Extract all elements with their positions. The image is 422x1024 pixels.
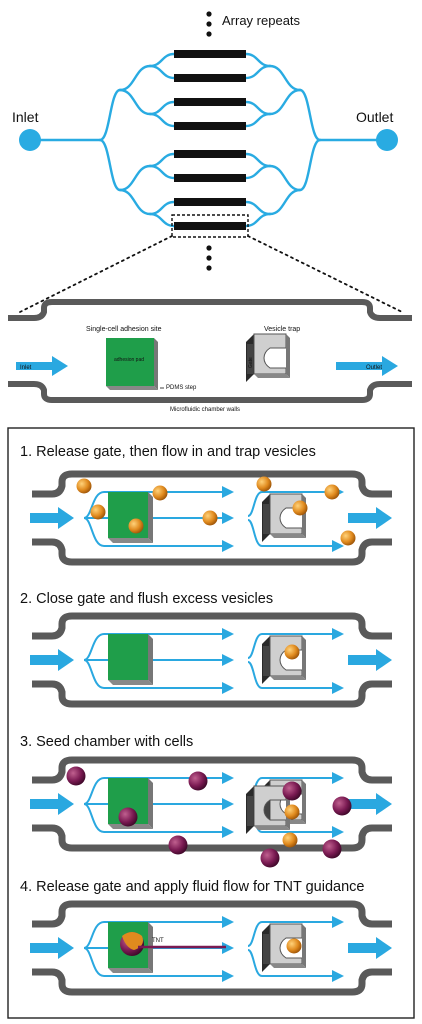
step-1-adhesion-pad: [108, 492, 153, 543]
step-4-title: 4. Release gate and apply fluid flow for…: [20, 879, 364, 895]
cell: [260, 848, 280, 868]
vesicle: [76, 478, 92, 494]
step-2-top-wall: [32, 612, 392, 640]
detail-inlet-arrow: [16, 356, 68, 376]
chamber-bars: [174, 50, 246, 230]
tnt-label: TNT: [152, 938, 164, 944]
inlet-port: [19, 129, 41, 151]
step-4-top-wall: [32, 900, 392, 928]
inlet-label: Inlet: [12, 109, 39, 125]
detail-adhesion-pad: [106, 338, 158, 390]
step-1-title: 1. Release gate, then flow in and trap v…: [20, 444, 316, 460]
step-2-title: 2. Close gate and flush excess vesicles: [20, 591, 273, 607]
detail-chamber-walls-label: Microfluidic chamber walls: [170, 407, 240, 413]
step-4-panel: TNT: [30, 900, 392, 996]
steps-frame: [7, 427, 415, 1019]
step-4-bottom-wall: [32, 968, 392, 996]
cell: [118, 807, 138, 827]
cell: [332, 796, 352, 816]
step-2-inlet-arrow: [30, 649, 74, 671]
detail-vesicle-trap-label: Vesicle trap: [264, 326, 300, 333]
continuation-dots-bottom: [206, 245, 212, 271]
step-1-panel: [30, 470, 392, 566]
detail-outlet-label: Outlet: [366, 365, 382, 371]
detail-chamber: Inlet Outlet adhesion pad Single-cell ad…: [8, 299, 412, 413]
vesicle: [292, 500, 308, 516]
continuation-dots-top: [206, 11, 212, 37]
vesicle: [282, 832, 298, 848]
detail-inlet-label: Inlet: [20, 365, 32, 371]
vesicle: [202, 510, 218, 526]
array-repeats-label: Array repeats: [222, 13, 301, 28]
cell: [282, 781, 302, 801]
detail-adhesion-pad-label: adhesion pad: [114, 357, 144, 363]
outlet-port: [376, 129, 398, 151]
step-3-title: 3. Seed chamber with cells: [20, 734, 193, 750]
step-3-inlet-arrow: [30, 793, 74, 815]
vesicle: [284, 644, 300, 660]
detail-outlet-arrow: [336, 356, 398, 376]
step-3-outlet-arrow: [348, 793, 392, 815]
detail-pdms-step-label: PDMS step: [166, 385, 197, 391]
step-3-panel: [30, 756, 392, 868]
cell-membrane-patch: [122, 932, 143, 950]
detail-adhesion-site-label: Single-cell adhesion site: [86, 326, 162, 333]
vesicle: [324, 484, 340, 500]
channel-tree: [28, 52, 389, 228]
step-3-bottom-wall: [32, 824, 392, 852]
step-1-bottom-wall: [32, 538, 392, 566]
cell: [188, 771, 208, 791]
step-1-outlet-arrow: [348, 507, 392, 529]
step-1-top-wall: [32, 470, 392, 498]
vesicle: [128, 518, 144, 534]
detail-gate-label: Gate: [248, 357, 254, 368]
vesicle: [152, 485, 168, 501]
zoom-box: [171, 214, 249, 238]
cell: [168, 835, 188, 855]
step-3-top-wall: [32, 756, 392, 784]
step-2-bottom-wall: [32, 680, 392, 708]
zoom-lines: [19, 235, 403, 313]
detail-bottom-wall: [8, 381, 412, 403]
vesicle: [340, 530, 356, 546]
cell: [66, 766, 86, 786]
step-3-adhesion-pad: [108, 778, 153, 829]
cell: [322, 839, 342, 859]
step-4-outlet-arrow: [348, 937, 392, 959]
vesicle: [286, 938, 302, 954]
array-network: Array repeats: [12, 11, 403, 313]
step-2-outlet-arrow: [348, 649, 392, 671]
vesicle: [284, 804, 300, 820]
step-4-inlet-arrow: [30, 937, 74, 959]
vesicle: [90, 504, 106, 520]
vesicle: [256, 476, 272, 492]
step-2-panel: [30, 612, 392, 708]
detail-top-wall: [8, 299, 412, 321]
outlet-label: Outlet: [356, 109, 393, 125]
step-2-adhesion-pad: [108, 634, 153, 685]
step-1-inlet-arrow: [30, 507, 74, 529]
